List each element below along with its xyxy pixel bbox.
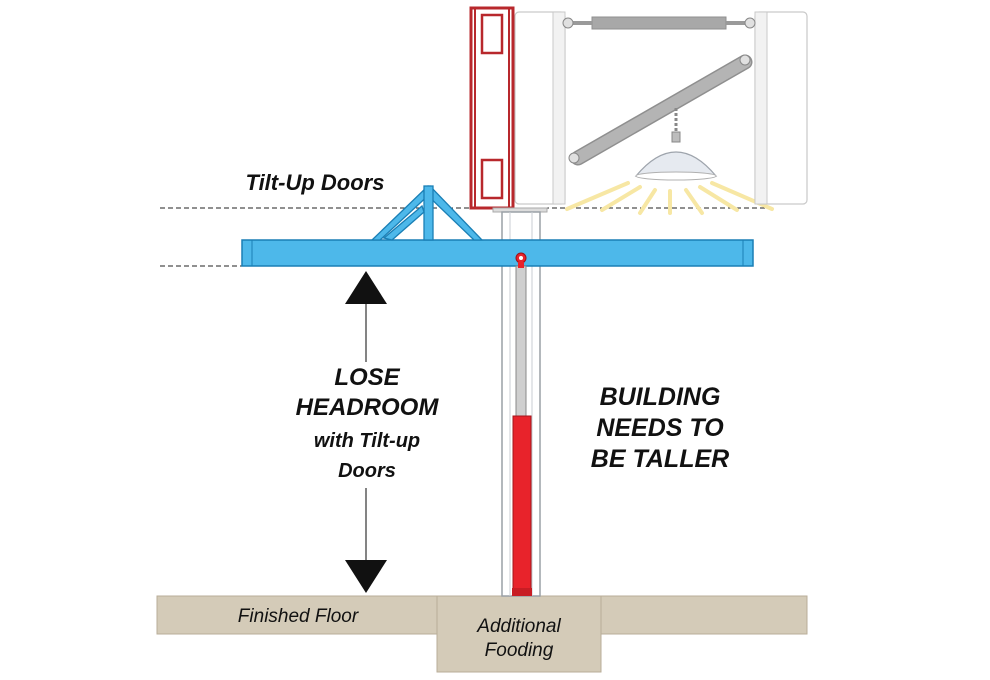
finished-floor-label: Finished Floor <box>238 606 359 627</box>
tilt-up-door-truss <box>370 184 484 241</box>
hanging-light <box>634 108 718 181</box>
reference-lines <box>160 207 765 267</box>
additional-footing-line-1: Additional <box>476 616 561 637</box>
cylinder-body <box>512 415 532 593</box>
finished-floor-slab <box>156 595 808 673</box>
tilt-up-doors-label: Tilt-Up Doors <box>246 170 385 195</box>
lose-headroom-line-3: with Tilt-up <box>314 430 420 452</box>
top-strut <box>591 16 727 30</box>
diagonal-strut <box>572 56 751 164</box>
additional-footing-line-2: Fooding <box>485 640 554 661</box>
cylinder-rod <box>515 265 527 417</box>
building-taller-line-2: NEEDS TO <box>596 414 724 442</box>
building-taller-line-1: BUILDING <box>600 383 721 411</box>
lose-headroom-line-1: LOSE <box>334 364 400 391</box>
arrow-up-icon <box>345 271 387 304</box>
lose-headroom-line-4: Doors <box>338 460 396 482</box>
door-struts <box>562 16 756 166</box>
building-taller-line-3: BE TALLER <box>591 445 729 473</box>
hydraulic-cylinder <box>512 252 532 596</box>
blue-beam <box>241 239 754 267</box>
light-glow-rays <box>565 181 774 215</box>
lose-headroom-line-2: HEADROOM <box>296 394 440 421</box>
arrow-down-icon <box>345 560 387 593</box>
red-door-post <box>469 6 515 210</box>
door-frame-panels <box>514 11 808 205</box>
